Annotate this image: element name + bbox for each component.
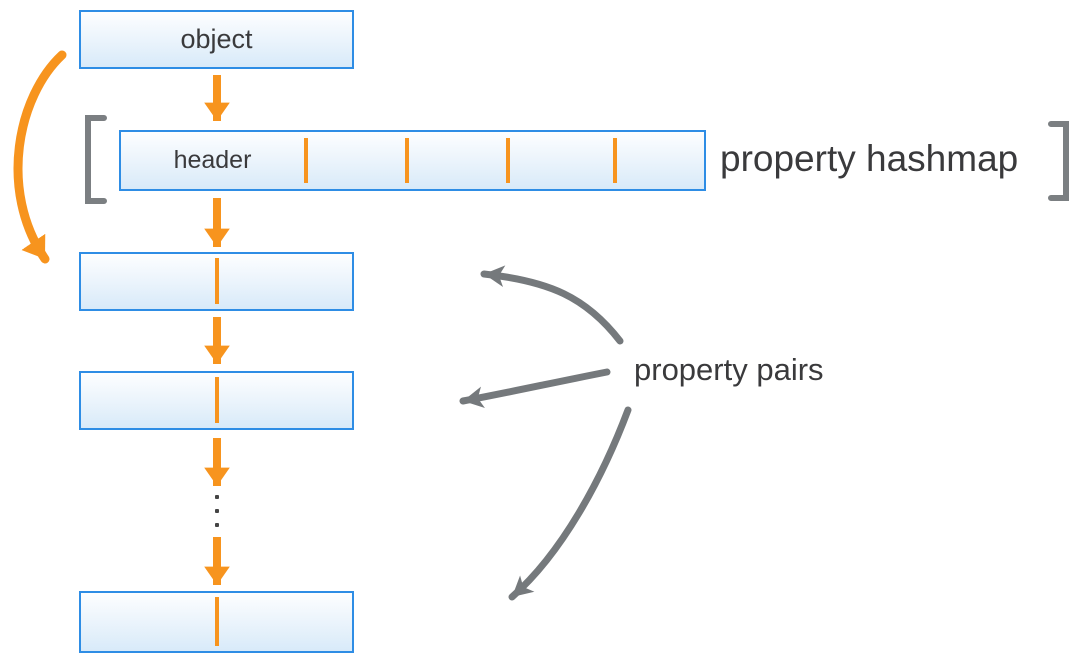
arrow-pairs-annotation-middle [459,368,611,408]
arrow-pairs-annotation-top [480,265,624,345]
hashmap-slot-divider [613,138,617,183]
hashmap-slot-divider [304,138,308,183]
property-pair-box [79,591,354,653]
hashmap-box: header [119,130,706,191]
ellipsis-dot [215,523,219,527]
bracket-right [1048,121,1069,201]
pair-divider [214,258,219,304]
pair-divider [214,377,219,423]
property-pair-box [79,252,354,311]
arrow-pairs-annotation-bottom [508,406,632,601]
pair-divider [214,597,219,646]
hashmap-slot-divider [506,138,510,183]
ellipsis-dot [215,509,219,513]
hashmap-header-label: header [173,146,252,174]
vertical-ellipsis-icon [215,495,219,527]
bracket-left [85,115,107,204]
ellipsis-dot [215,495,219,499]
arrow-object-to-pairs [13,50,67,264]
pairs-annotation: property pairs [634,352,824,387]
hashmap-slot-divider [405,138,409,183]
hashmap-annotation: property hashmap [720,138,1019,179]
object-box: object [79,10,354,69]
property-pair-box [79,371,354,430]
object-box-label: object [180,24,253,54]
